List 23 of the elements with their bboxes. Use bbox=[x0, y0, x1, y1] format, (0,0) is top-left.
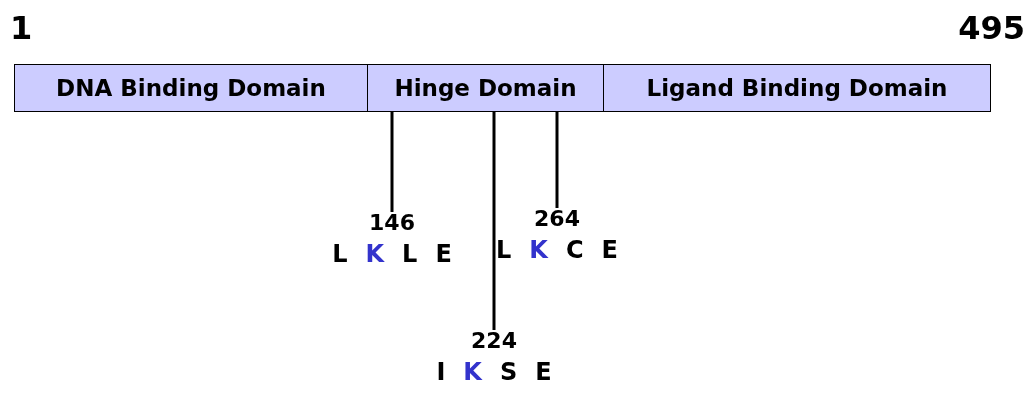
modified-residue: K bbox=[529, 238, 548, 262]
leader-line bbox=[555, 112, 559, 208]
leader-line bbox=[390, 112, 394, 212]
modified-residue: K bbox=[365, 242, 385, 266]
residue-letter: I bbox=[436, 360, 446, 384]
position-number: 1 bbox=[10, 12, 33, 44]
leader-line bbox=[492, 112, 496, 330]
modified-residue: K bbox=[463, 360, 482, 384]
residue-letter: S bbox=[499, 360, 518, 384]
residue-letter: L bbox=[402, 242, 418, 266]
residue-number: 264 bbox=[534, 208, 580, 230]
residue-letter: C bbox=[565, 238, 584, 262]
residue-letter: L bbox=[496, 238, 512, 262]
domain-box: Ligand Binding Domain bbox=[603, 64, 991, 112]
residue-number: 224 bbox=[471, 330, 517, 352]
residue-number: 146 bbox=[369, 212, 415, 234]
position-number: 495 bbox=[958, 12, 1025, 44]
domain-box: DNA Binding Domain bbox=[14, 64, 368, 112]
residue-letter: L bbox=[332, 242, 348, 266]
residue-letter: E bbox=[435, 242, 452, 266]
domain-box: Hinge Domain bbox=[367, 64, 604, 112]
residue-letter: E bbox=[601, 238, 618, 262]
residue-letter: E bbox=[535, 360, 552, 384]
